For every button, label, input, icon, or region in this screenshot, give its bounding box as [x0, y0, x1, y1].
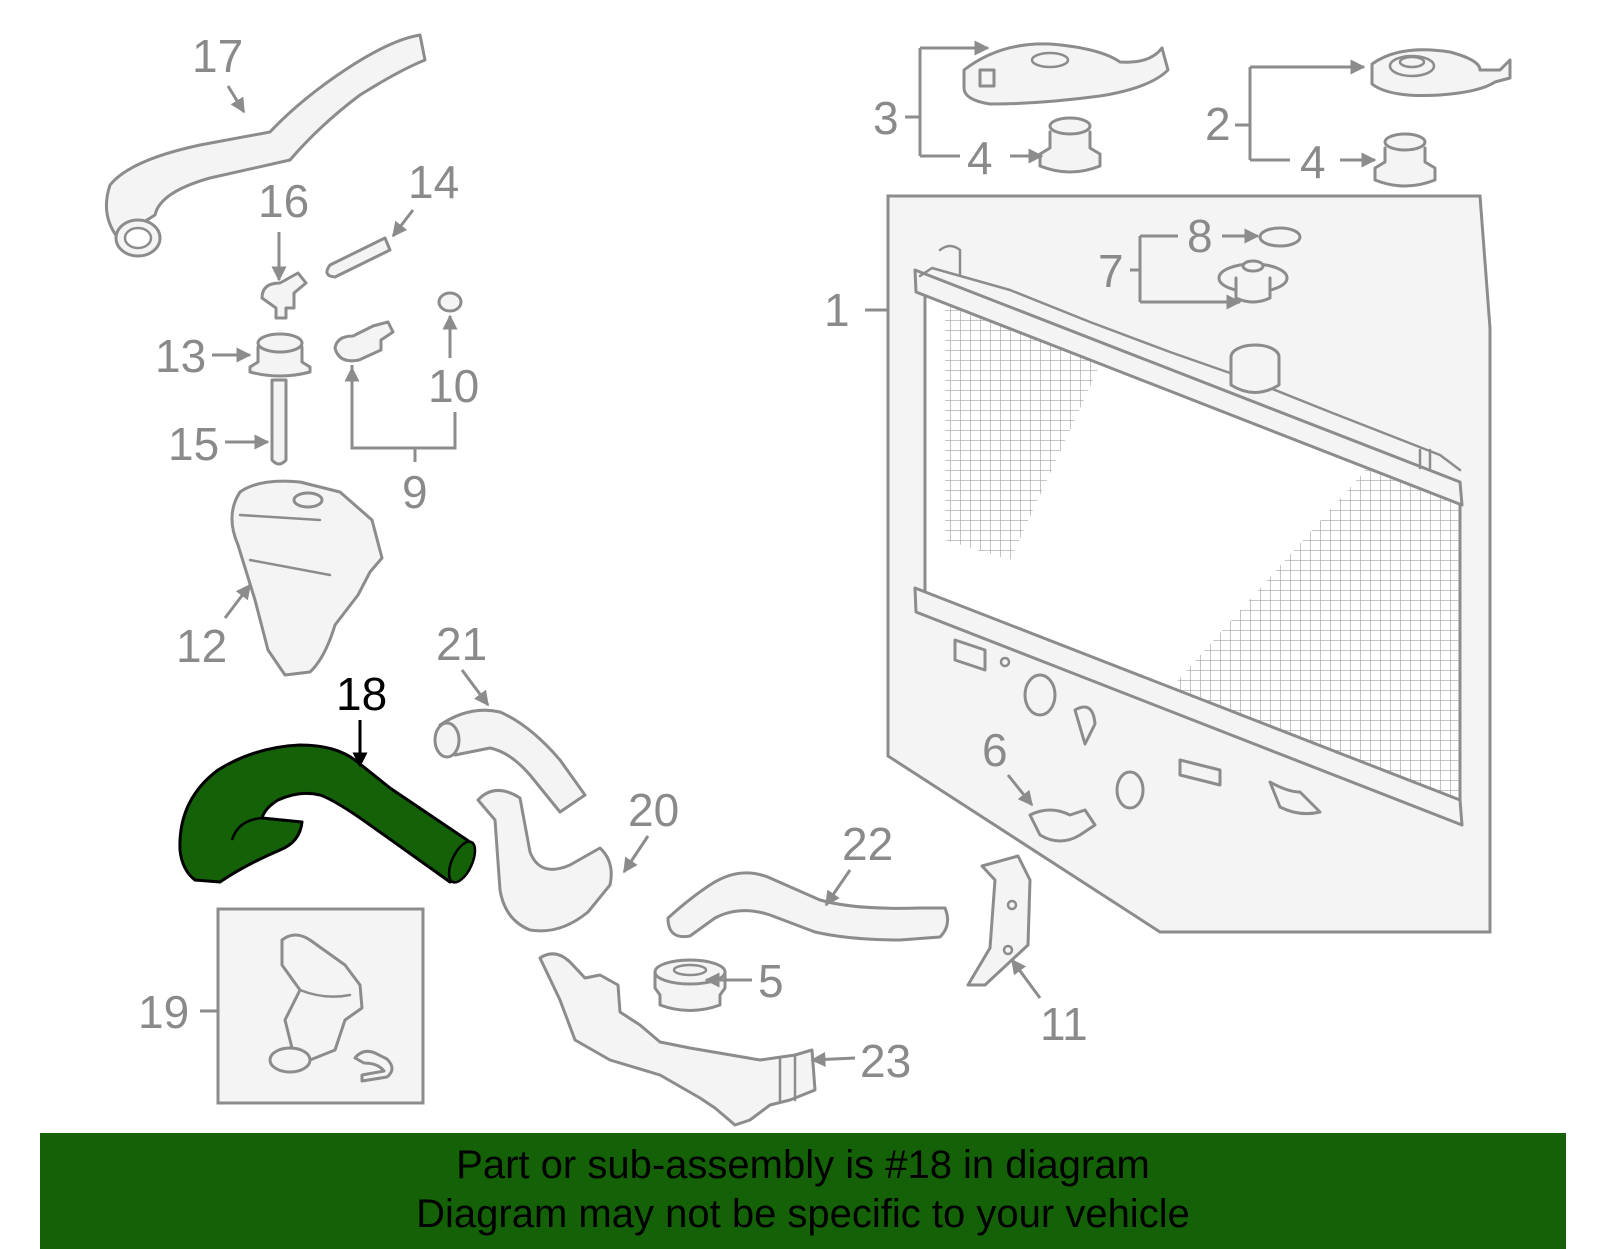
callout-8: 8: [1187, 210, 1213, 262]
part-16-fitting: [260, 271, 308, 320]
part-10-o-ring: [437, 291, 463, 313]
callout-17: 17: [192, 30, 243, 82]
part-11-bracket: [966, 854, 1032, 987]
part-19-inset-box: [216, 907, 425, 1105]
callout-7: 7: [1098, 245, 1124, 297]
callout-18: 18: [336, 668, 387, 720]
part-18-lower-hose-highlighted: [178, 743, 477, 884]
callout-2: 2: [1205, 98, 1231, 150]
callout-20: 20: [628, 784, 679, 836]
part-20-hose: [476, 789, 613, 933]
part-6-o-ring: [1115, 770, 1145, 810]
callout-14: 14: [408, 156, 459, 208]
radiator-assembly: [886, 194, 1492, 934]
callout-12: 12: [176, 620, 227, 672]
callout-1: 1: [824, 284, 850, 336]
callout-5: 5: [758, 955, 784, 1007]
leader-lines: [200, 48, 1375, 1067]
part-3-bracket-cap: [962, 42, 1170, 106]
callout-4-right: 4: [1300, 136, 1326, 188]
callout-4-left: 4: [967, 132, 993, 184]
part-13-grommet: [248, 332, 312, 378]
banner-disclaimer: Diagram may not be specific to your vehi…: [416, 1192, 1190, 1236]
callout-9: 9: [402, 466, 428, 518]
part-5-grommet: [653, 958, 727, 1012]
part-15-pipe: [270, 378, 288, 466]
callout-6: 6: [982, 724, 1008, 776]
part-2-reservoir-cap: [1370, 48, 1512, 97]
callout-19: 19: [138, 986, 189, 1038]
part-14-tube: [325, 236, 392, 279]
callout-labels: 1 2 3 4 4 5 6 7 8 9 10 11 12 13 14 15 16…: [138, 30, 1326, 1087]
callout-22: 22: [842, 818, 893, 870]
callout-3: 3: [873, 92, 899, 144]
part-22-hose: [666, 871, 950, 942]
part-6-drain-plug: [1028, 808, 1097, 843]
callout-10: 10: [428, 360, 479, 412]
part-17-upper-hose: [104, 33, 427, 258]
part-4-grommet-left: [1038, 116, 1102, 174]
callout-15: 15: [168, 418, 219, 470]
callout-16: 16: [258, 175, 309, 227]
part-8-o-ring: [1258, 226, 1302, 248]
part-9-sensor: [333, 320, 395, 363]
part-23-pipe: [538, 952, 817, 1127]
part-4-grommet-right: [1373, 132, 1437, 188]
part-12-reservoir: [230, 479, 384, 677]
info-banner: Part or sub-assembly is #18 in diagram D…: [40, 1133, 1566, 1249]
part-7-radiator-cap: [1217, 259, 1289, 304]
callout-23: 23: [860, 1035, 911, 1087]
callout-21: 21: [436, 618, 487, 670]
radiator-core: [913, 244, 1464, 827]
part-21-hose: [433, 708, 587, 814]
callout-13: 13: [155, 330, 206, 382]
banner-part-note: Part or sub-assembly is #18 in diagram: [456, 1143, 1150, 1187]
callout-11: 11: [1040, 998, 1088, 1050]
